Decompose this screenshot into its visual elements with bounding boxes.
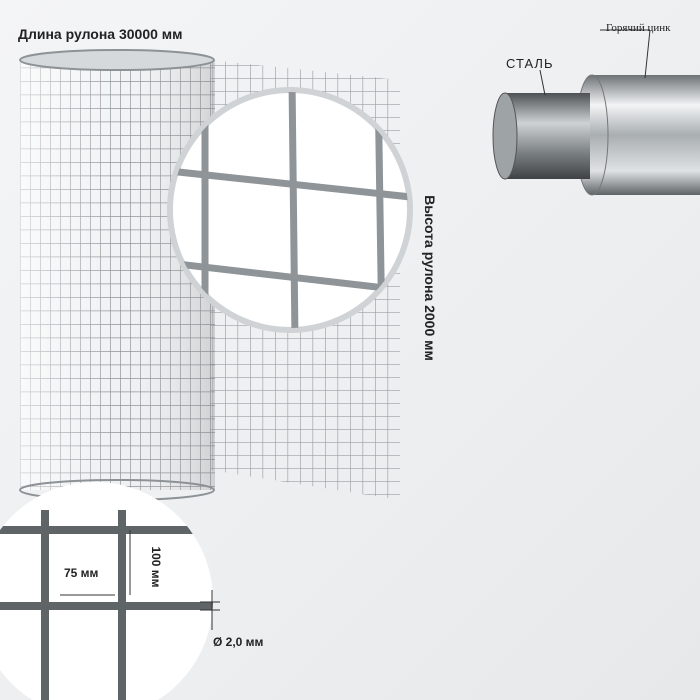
hot-zinc-label: Горячий цинк [606,22,671,34]
mesh-detail-circle [0,482,220,700]
mesh-zoom-circle [167,87,413,333]
wire-cross-section [492,29,700,196]
mesh-width-label: 75 мм [64,566,99,580]
wire-diameter-label: Ø 2,0 мм [213,635,264,649]
roll-height-label: Высота рулона 2000 мм [422,195,438,361]
mesh-roll [19,49,215,501]
steel-label: СТАЛЬ [506,56,554,71]
mesh-height-label: 100 мм [149,546,163,588]
roll-length-label: Длина рулона 30000 мм [18,26,183,42]
